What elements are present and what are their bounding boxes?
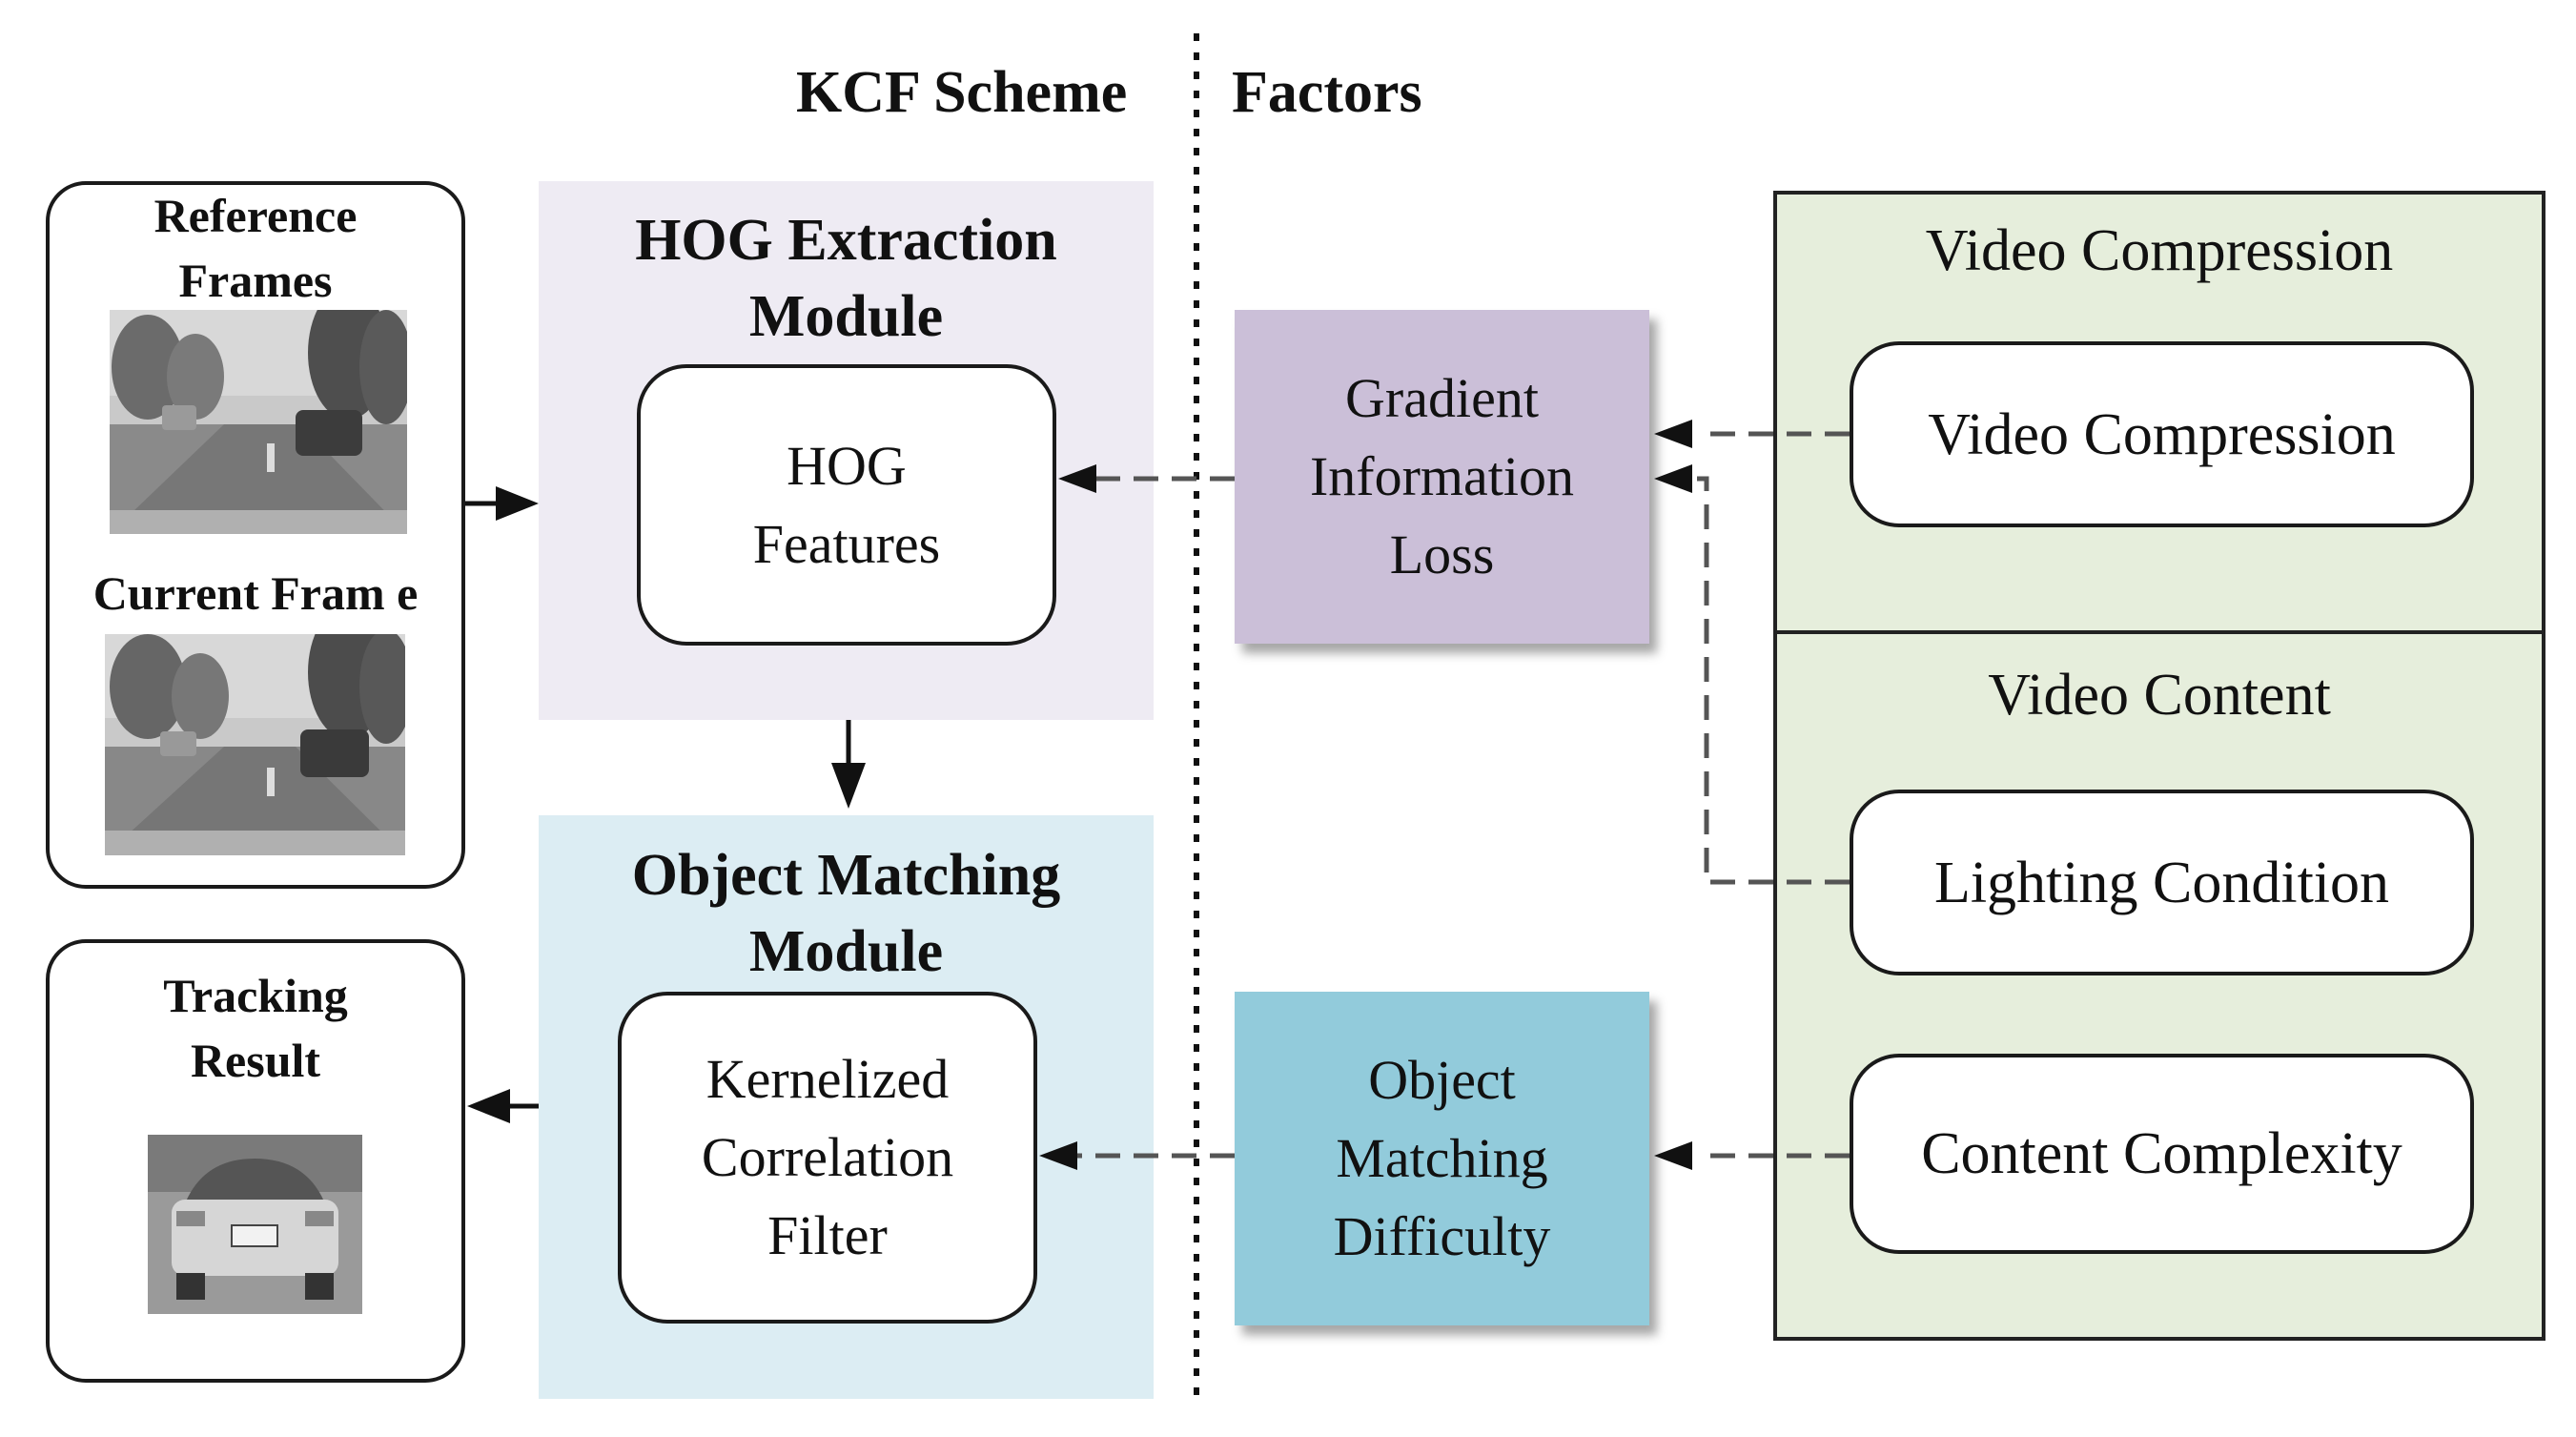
- arrow-hog-to-matching: [831, 720, 866, 809]
- reference-frame-image: [110, 310, 407, 534]
- reference-frames-label: Reference Frames: [153, 189, 358, 307]
- dashed-lighting-to-gradient: [1697, 476, 1850, 885]
- video-compression-group-title: Video Compression: [1925, 218, 2394, 283]
- arrow-frames-to-hog: [465, 486, 539, 521]
- content-complexity-item: Content Complexity: [1850, 1054, 2474, 1254]
- video-content-group-title: Video Content: [1988, 663, 2331, 728]
- lighting-condition-item: Lighting Condition: [1850, 790, 2474, 975]
- gradient-information-loss-box: Gradient Information Loss: [1235, 310, 1649, 644]
- object-matching-difficulty-box: Object Matching Difficulty: [1235, 992, 1649, 1325]
- hog-module-title: HOG Extraction Module: [635, 208, 1057, 349]
- current-frame-image: [105, 634, 405, 855]
- factors-header: Factors: [1232, 60, 1422, 125]
- current-frame-label: Current Fram e: [92, 566, 419, 620]
- kcf-scheme-header: KCF Scheme: [796, 60, 1128, 125]
- hog-features-box: HOG Features: [637, 364, 1056, 646]
- tracking-result-image: [148, 1135, 362, 1314]
- arrow-matching-to-result: [467, 1089, 539, 1123]
- kernelized-correlation-filter-box: Kernelized Correlation Filter: [618, 992, 1037, 1324]
- matching-module-title: Object Matching Module: [631, 843, 1061, 984]
- video-compression-item: Video Compression: [1850, 341, 2474, 527]
- tracking-result-label: Tracking Result: [163, 969, 348, 1087]
